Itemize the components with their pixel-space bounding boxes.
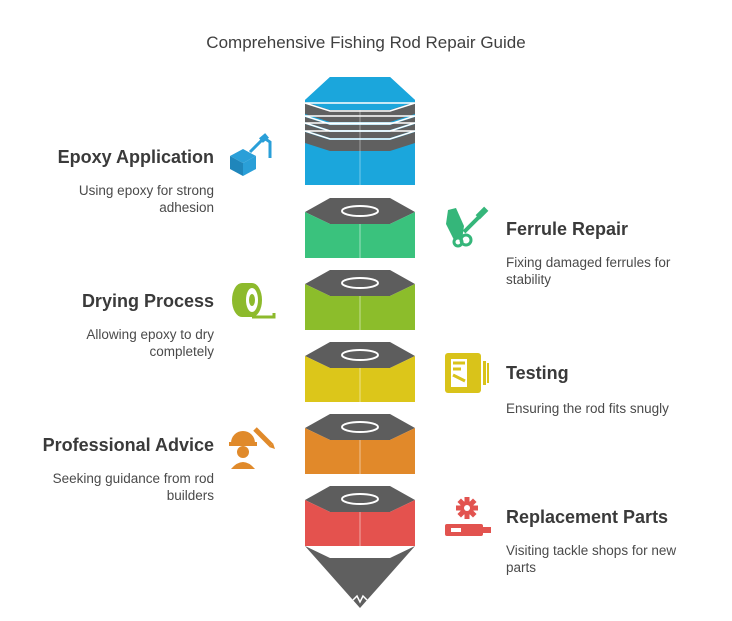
- epoxy-application-desc: Using epoxy for strong adhesion: [78, 183, 214, 215]
- professional-advice-desc: Seeking guidance from rod builders: [52, 471, 214, 503]
- gear-part-icon: [445, 497, 491, 536]
- worker-icon: [229, 427, 275, 469]
- segment-testing: [305, 342, 415, 402]
- page-title: Comprehensive Fishing Rod Repair Guide: [206, 33, 526, 52]
- professional-advice-title: Professional Advice: [42, 435, 214, 455]
- segment-drying-process: [305, 270, 415, 330]
- replacement-parts-desc: Visiting tackle shops for new parts: [506, 543, 677, 575]
- segment-professional-advice: [305, 414, 415, 474]
- drying-process-title: Drying Process: [81, 291, 214, 311]
- epoxy-dispenser-icon: [230, 133, 272, 176]
- drying-process-desc: Allowing epoxy to dry completely: [86, 327, 214, 359]
- epoxy-application-title: Epoxy Application: [57, 147, 214, 167]
- ferrule-repair-title: Ferrule Repair: [506, 219, 629, 239]
- testing-desc: Ensuring the rod fits snugly: [506, 401, 669, 416]
- segment-epoxy-application: [304, 77, 416, 185]
- repair-tools-icon: [446, 206, 489, 248]
- rod-tip: [305, 546, 415, 608]
- testing-title: Testing: [506, 363, 569, 383]
- replacement-parts-title: Replacement Parts: [506, 507, 669, 527]
- segment-replacement-parts: [305, 486, 415, 546]
- ferrule-repair-desc: Fixing damaged ferrules for stability: [506, 255, 671, 287]
- checklist-board-icon: [445, 353, 489, 393]
- segment-ferrule-repair: [305, 198, 415, 258]
- tape-roll-icon: [232, 283, 276, 319]
